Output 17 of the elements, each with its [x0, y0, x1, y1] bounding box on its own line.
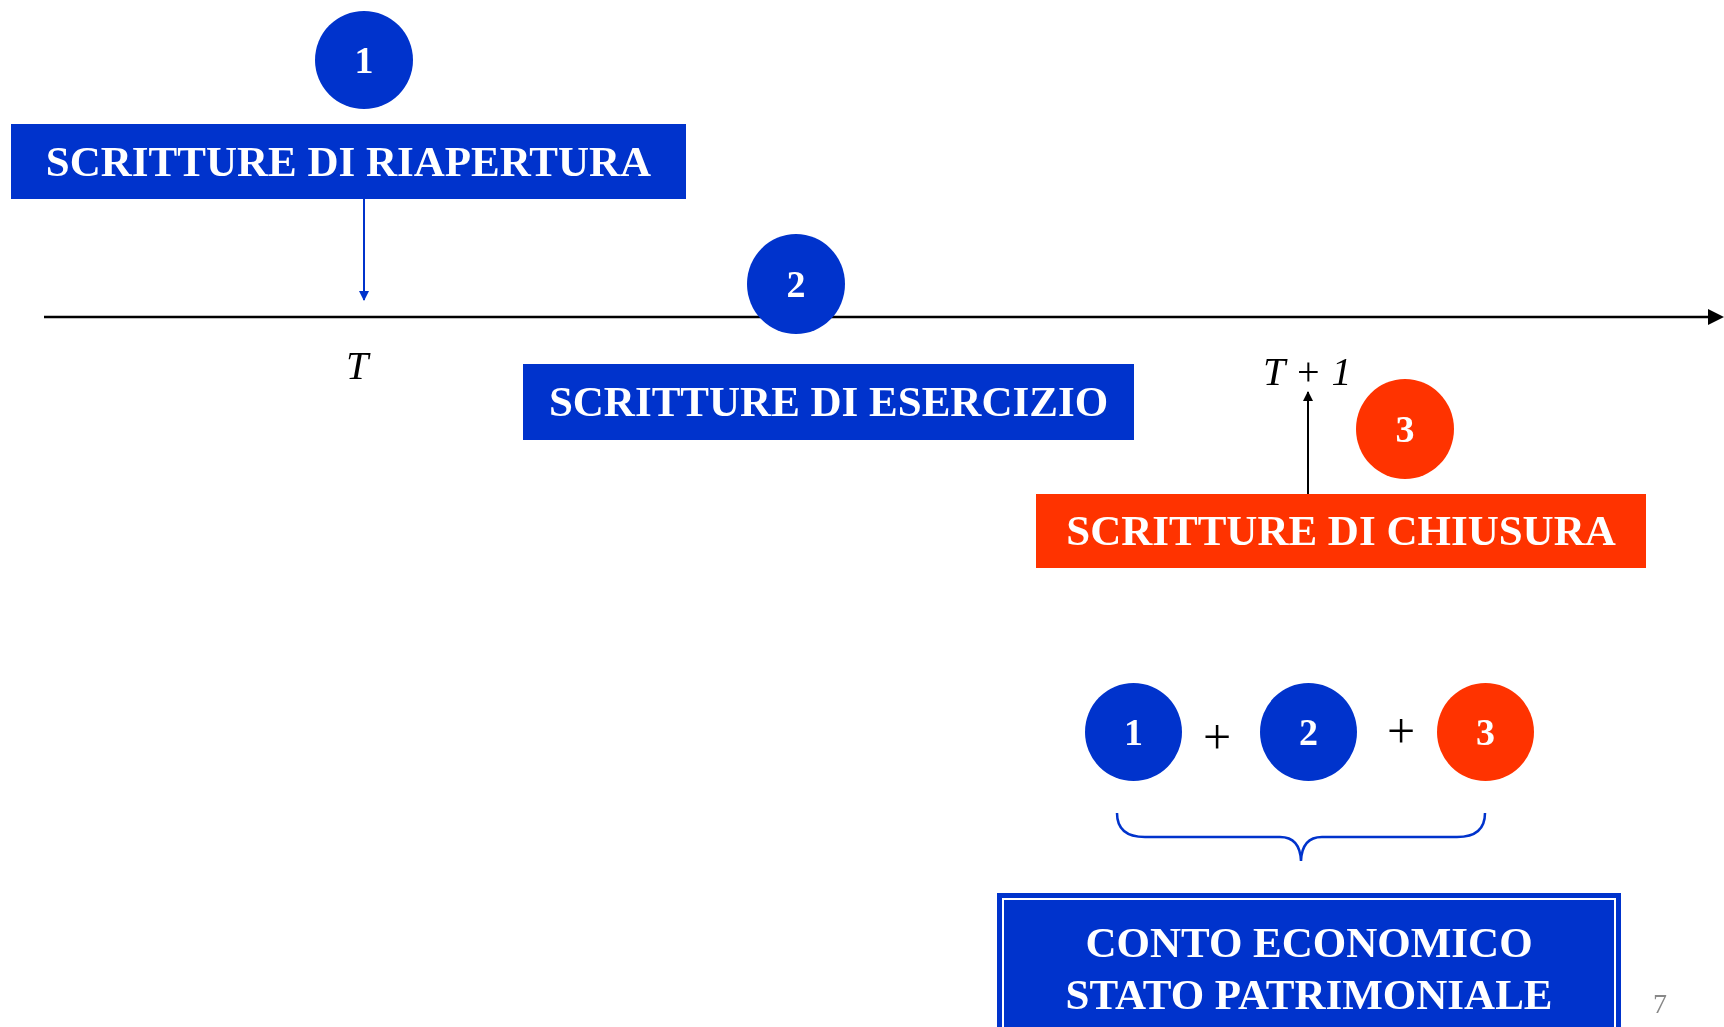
label-box: CONTO ECONOMICO STATO PATRIMONIALE: [998, 894, 1620, 1027]
time-label: T + 1: [1263, 352, 1352, 392]
label-box: SCRITTURE DI CHIUSURA: [1036, 494, 1646, 568]
label-box: SCRITTURE DI RIAPERTURA: [11, 124, 686, 199]
arrow: [359, 198, 369, 301]
number-circle: 3: [1437, 683, 1534, 781]
number-circle: 3: [1356, 379, 1454, 479]
label-box: SCRITTURE DI ESERCIZIO: [523, 364, 1134, 440]
arrow: [1303, 391, 1313, 495]
number-circle: 2: [1260, 683, 1357, 781]
plus-sign: +: [1387, 706, 1416, 756]
number-circle: 1: [1085, 683, 1182, 781]
number-circle: 1: [315, 11, 413, 109]
plus-sign: +: [1203, 712, 1232, 762]
number-circle: 2: [747, 234, 845, 334]
time-label: T: [346, 346, 369, 386]
page-number: 7: [1653, 990, 1667, 1018]
